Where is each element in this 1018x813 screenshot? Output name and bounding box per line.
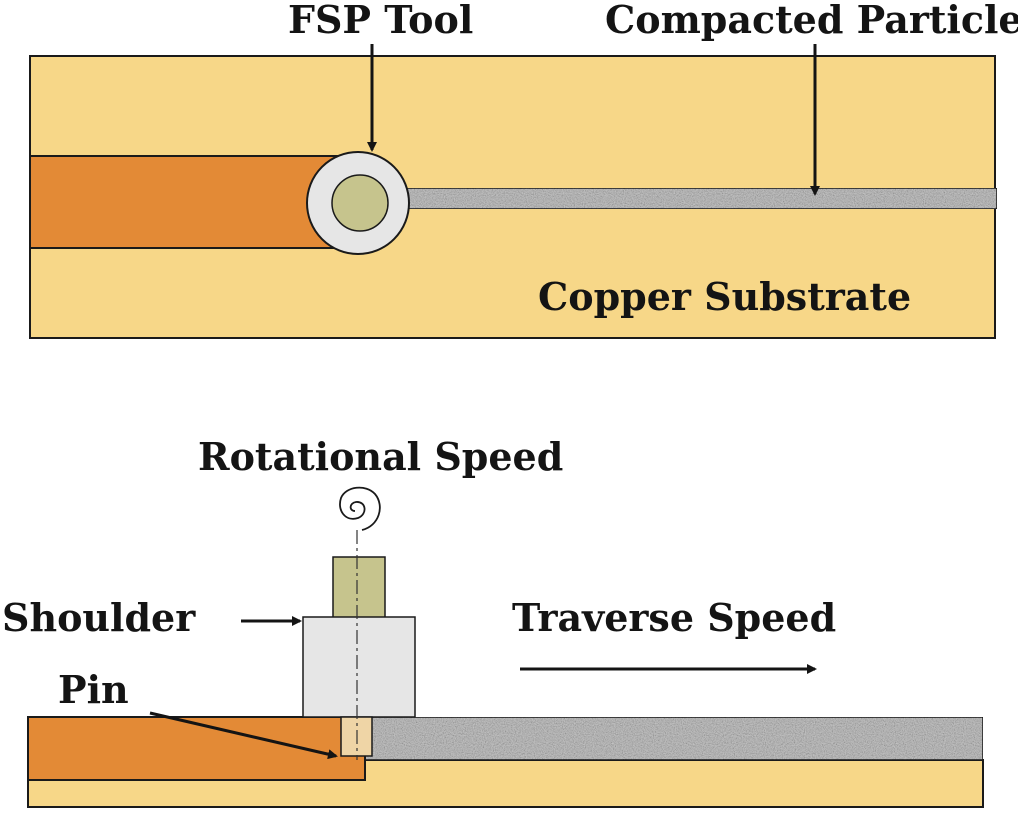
rotation-spiral-icon	[339, 486, 381, 531]
copper-substrate-label: Copper Substrate	[538, 274, 911, 319]
top-particle-strip	[404, 187, 998, 210]
side-processed-zone	[27, 716, 366, 781]
top-view: FSP Tool Compacted Particle Copper Subst…	[29, 0, 1018, 339]
side-particle-layer	[364, 716, 984, 761]
fsp-tool-label: FSP Tool	[288, 0, 473, 42]
pin-arrow	[149, 711, 338, 760]
pin-label: Pin	[58, 667, 129, 712]
compacted-particle-label: Compacted Particle	[605, 0, 1018, 42]
side-tool-shoulder	[302, 616, 416, 718]
top-processed-zone	[29, 155, 361, 249]
top-tool-pin	[331, 174, 389, 232]
traverse-speed-label: Traverse Speed	[512, 595, 836, 640]
shoulder-label: Shoulder	[2, 595, 196, 640]
side-tool-shank	[332, 556, 386, 619]
rotational-speed-label: Rotational Speed	[198, 434, 563, 479]
side-view: Rotational Speed Shoulder Pin Traverse S…	[2, 434, 984, 808]
